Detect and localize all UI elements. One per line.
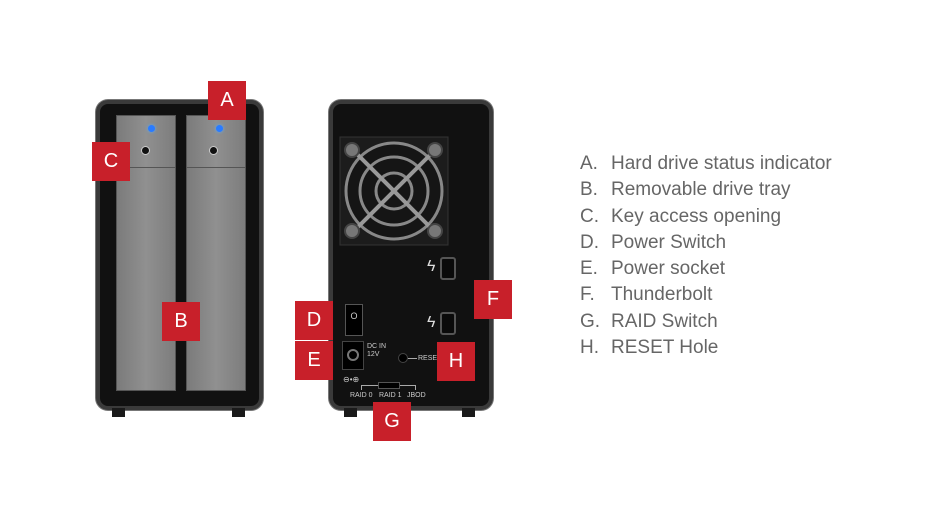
raid-1-label: RAID 1 — [379, 392, 402, 399]
legend-text: Hard drive status indicator — [611, 153, 832, 174]
callout-h: H — [437, 342, 475, 381]
thunderbolt-icon: ϟ — [427, 314, 436, 331]
legend-text: RAID Switch — [611, 310, 718, 332]
legend-text: Power socket — [611, 258, 726, 280]
legend-key: B. — [580, 179, 598, 201]
reset-hole[interactable] — [398, 353, 408, 363]
legend-key: H. — [580, 337, 599, 359]
screw-icon — [427, 223, 443, 239]
legend-item: A. Hard drive status indicator — [580, 153, 832, 179]
callout-a: A — [208, 81, 246, 120]
status-led-icon — [216, 125, 223, 132]
legend-item: G. RAID Switch — [580, 311, 832, 337]
screw-icon — [344, 223, 360, 239]
legend-item: C. Key access opening — [580, 206, 832, 232]
legend-key: A. — [580, 153, 598, 174]
raid-switch[interactable] — [378, 382, 400, 389]
reset-label: RESET — [418, 355, 442, 362]
thunderbolt-port-1[interactable] — [440, 257, 456, 280]
reset-line — [408, 358, 417, 359]
legend-text: Removable drive tray — [611, 179, 791, 201]
voltage-label: 12V — [367, 351, 380, 358]
callout-b: B — [162, 302, 200, 341]
power-switch[interactable]: O — [345, 304, 363, 336]
legend-text: Thunderbolt — [611, 284, 713, 306]
key-hole-icon — [209, 146, 218, 155]
thunderbolt-icon: ϟ — [427, 258, 436, 275]
legend-key: D. — [580, 231, 599, 253]
raid-0-label: RAID 0 — [350, 392, 373, 399]
callout-f: F — [474, 280, 512, 319]
dc-in-label: DC IN — [367, 343, 387, 350]
legend-key: C. — [580, 205, 599, 227]
foot — [462, 408, 475, 417]
legend-item: F. Thunderbolt — [580, 284, 832, 310]
legend-text: Key access opening — [611, 205, 782, 227]
foot — [344, 408, 357, 417]
power-switch-label: O — [350, 311, 358, 321]
legend-item: B. Removable drive tray — [580, 179, 832, 205]
status-led-icon — [148, 125, 155, 132]
legend-key: F. — [580, 284, 595, 306]
legend-key: E. — [580, 258, 598, 280]
legend-item: D. Power Switch — [580, 232, 832, 258]
callout-d: D — [295, 301, 333, 340]
callout-e: E — [295, 341, 333, 380]
foot — [232, 408, 245, 417]
foot — [112, 408, 125, 417]
power-socket[interactable] — [342, 341, 364, 370]
screw-icon — [427, 142, 443, 158]
legend: A. Hard drive status indicator B. Removabl… — [580, 153, 832, 363]
jbod-label: JBOD — [407, 392, 426, 399]
key-hole-icon — [141, 146, 150, 155]
legend-text: Power Switch — [611, 231, 727, 253]
legend-key: G. — [580, 310, 601, 332]
thunderbolt-port-2[interactable] — [440, 312, 456, 335]
legend-item: H. RESET Hole — [580, 337, 832, 363]
legend-item: E. Power socket — [580, 258, 832, 284]
callout-c: C — [92, 142, 130, 181]
drive-tray-2[interactable] — [186, 115, 246, 391]
polarity-label: ⊖•⊕ — [343, 375, 360, 384]
legend-text: RESET Hole — [611, 337, 719, 359]
callout-g: G — [373, 402, 411, 441]
screw-icon — [344, 142, 360, 158]
